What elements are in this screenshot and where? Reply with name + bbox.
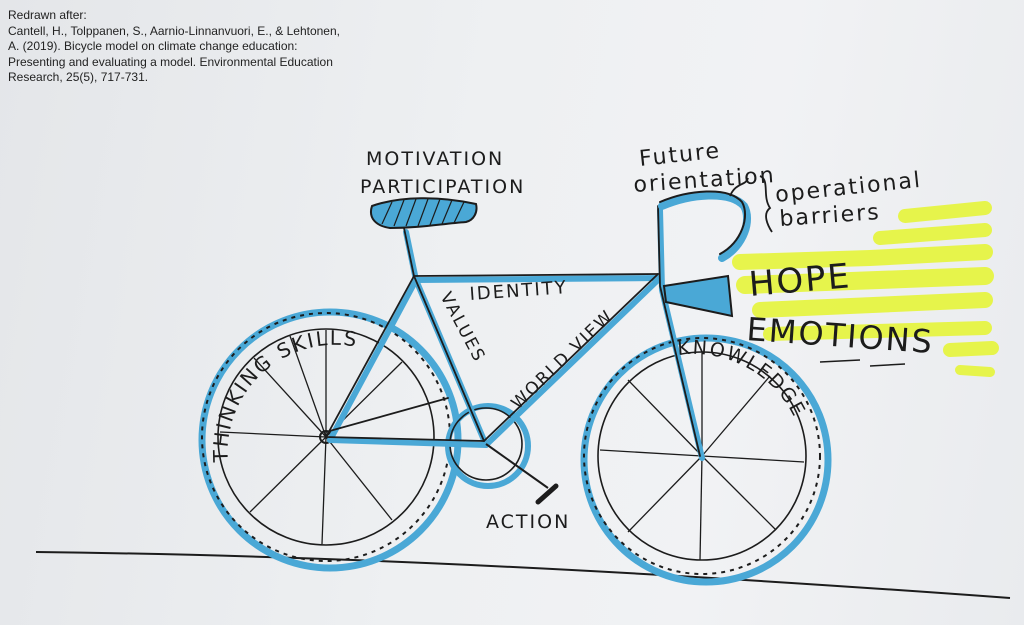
credit-line: Presenting and evaluating a model. Envir…: [8, 54, 333, 69]
credit-line: A. (2019). Bicycle model on climate chan…: [8, 39, 298, 54]
label-motivation: MOTIVATION: [366, 148, 504, 170]
crank-pedal: [485, 443, 559, 505]
credit-line: Research, 25(5), 717-731.: [8, 70, 149, 85]
brace-line: [729, 175, 773, 233]
emotion-strokes: [819, 359, 906, 367]
label-action: ACTION: [486, 511, 570, 533]
ground-line: [35, 551, 1011, 599]
label-hope: HOPE: [747, 256, 852, 305]
credit-line: Cantell, H., Tolppanen, S., Aarnio-Linna…: [8, 23, 340, 38]
credit-line: Redrawn after:: [8, 8, 87, 22]
headlight: [662, 274, 734, 318]
label-emotions: EMOTIONS: [745, 310, 935, 361]
handlebar: [658, 190, 751, 262]
front-wheel: [580, 334, 832, 586]
credit-text: Redrawn after: Cantell, H., Tolppanen, S…: [8, 8, 388, 86]
frame: [325, 205, 705, 461]
highlighter-beam: [732, 201, 999, 377]
label-participation: PARTICIPATION: [360, 176, 525, 198]
bicycle-seat: [370, 197, 478, 230]
